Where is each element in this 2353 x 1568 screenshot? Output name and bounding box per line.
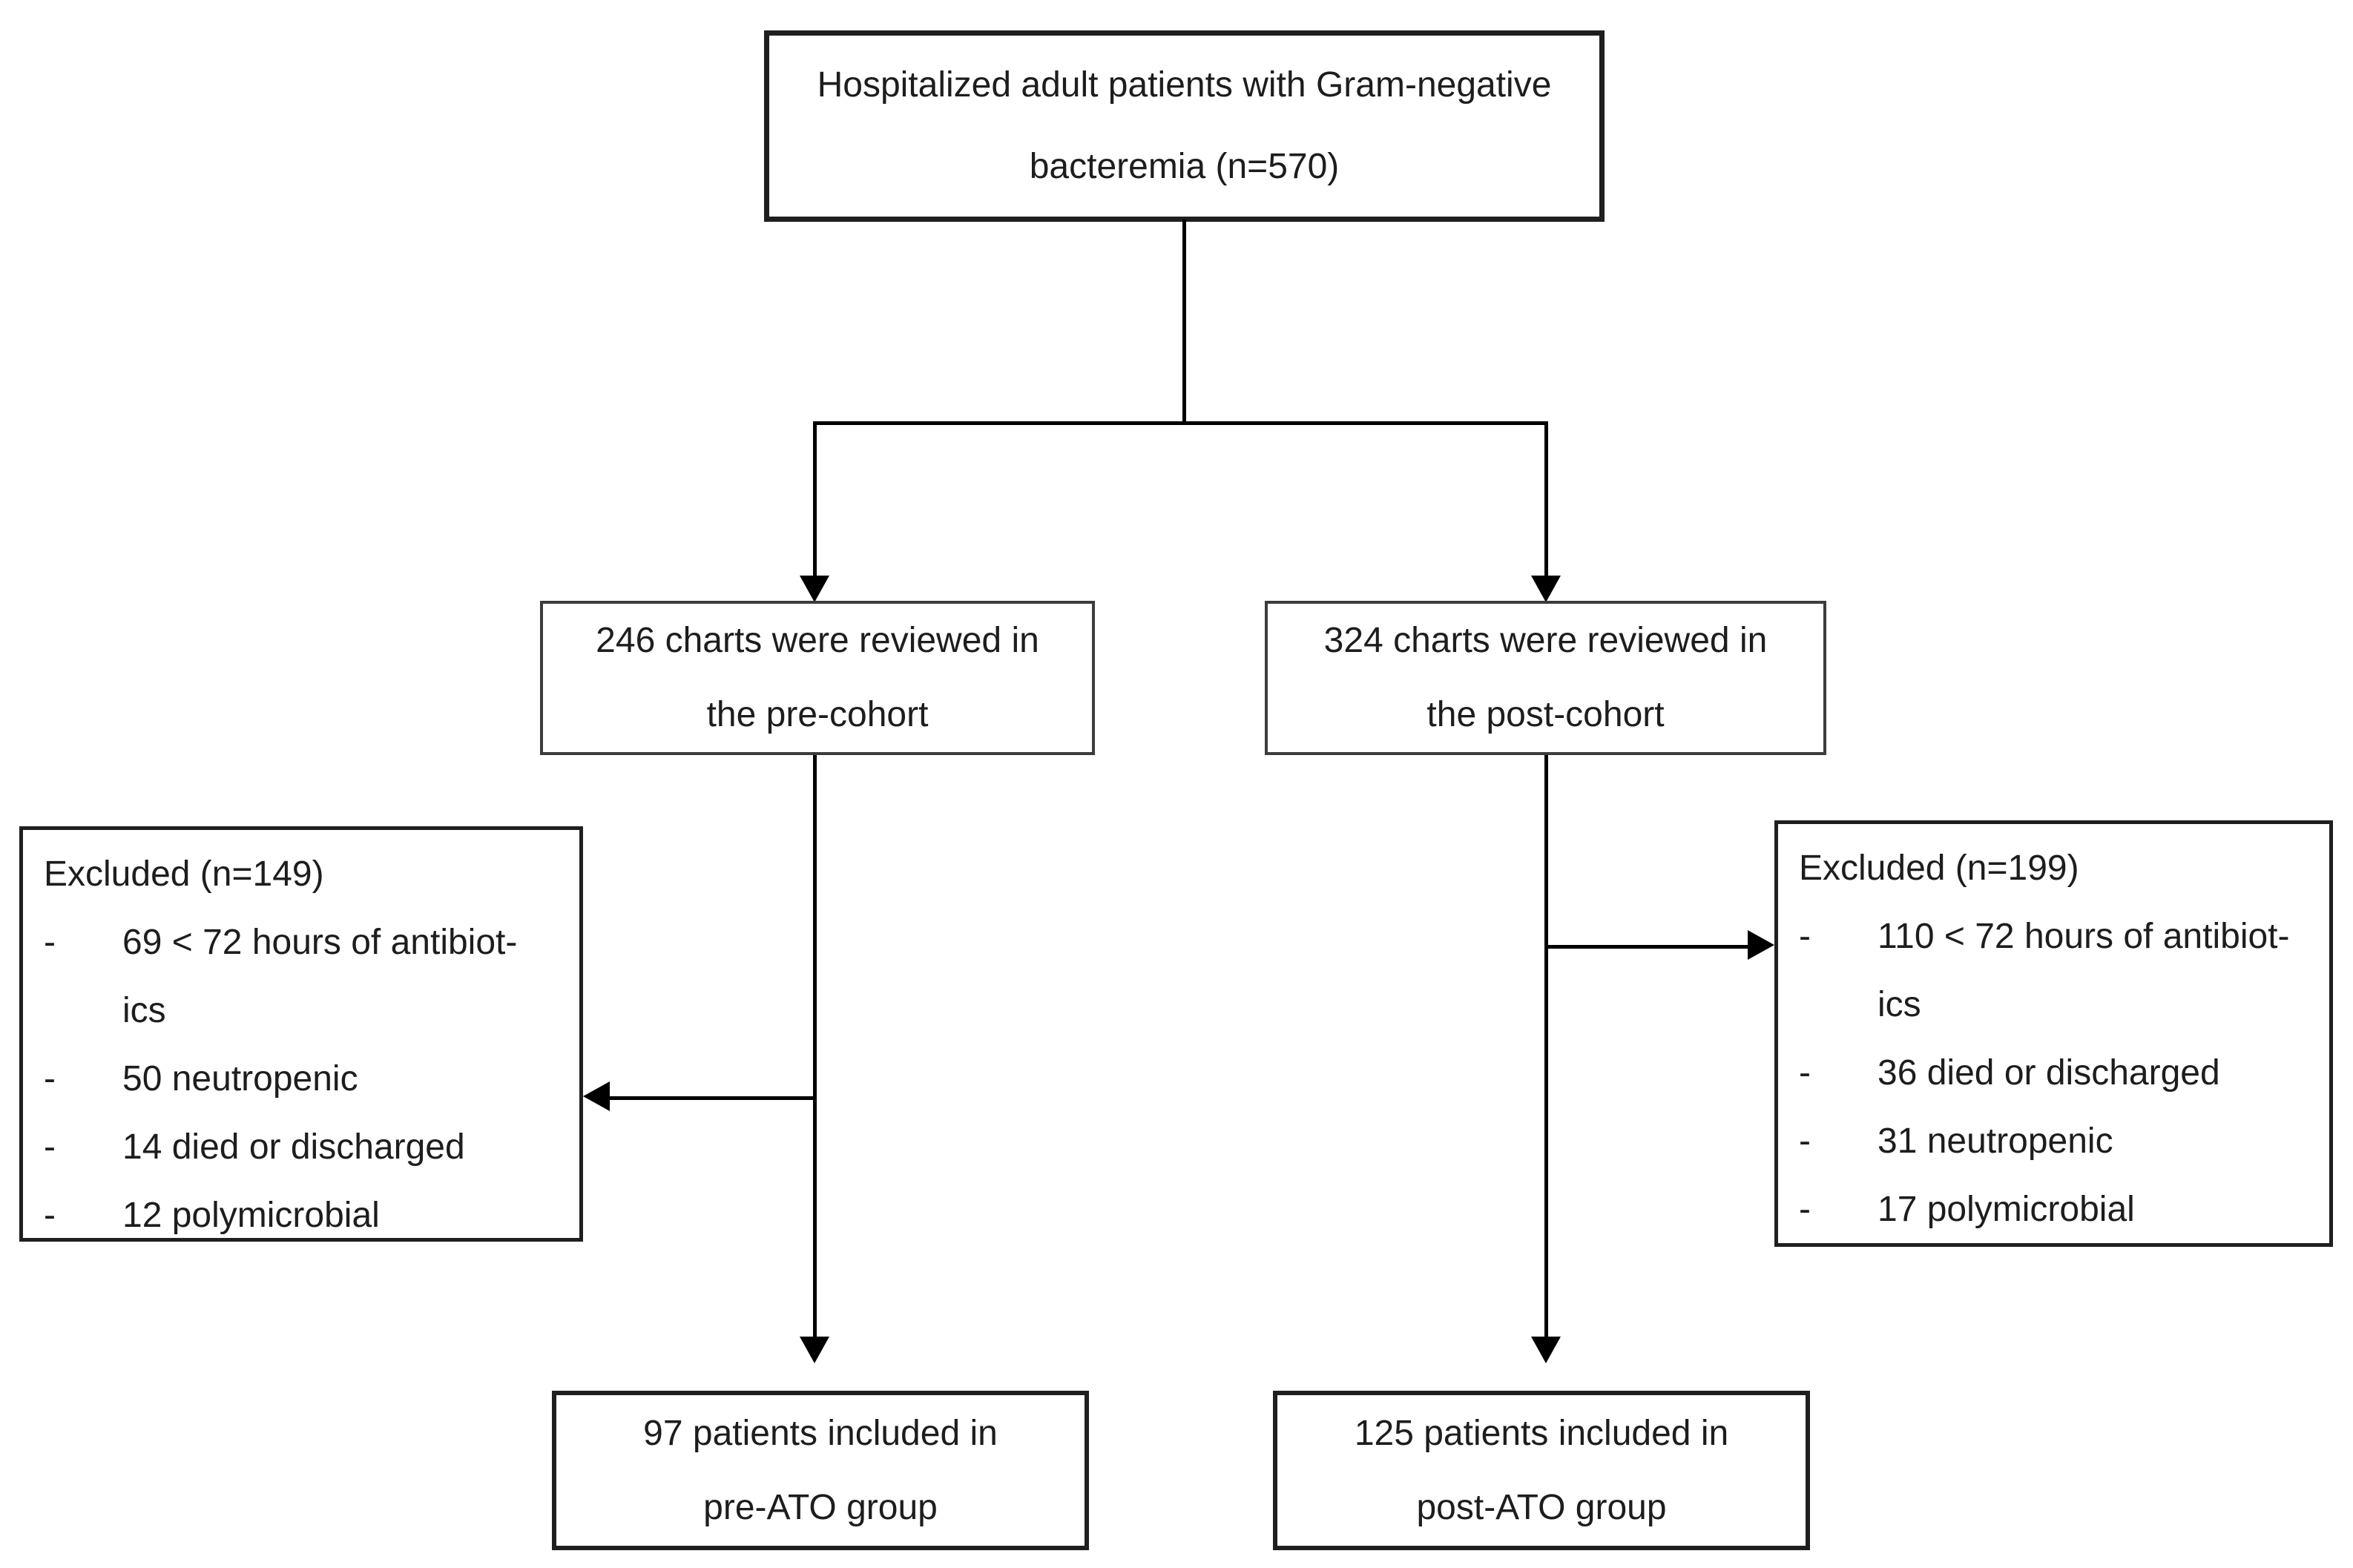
arrowhead-post-included [1531,1337,1561,1363]
excluded-pre-item-2-text: 50 neutropenic [122,1045,565,1113]
bullet-dash: - [44,923,56,962]
excluded-post-item-4-text: 17 polymicrobial [1878,1176,2314,1244]
excluded-post-item-1-text: 110 < 72 hours of antibiot- ics [1878,903,2314,1039]
arrowhead-drop-post [1531,576,1561,602]
excluded-pre-item-1-text: 69 < 72 hours of antibiot- ics [122,909,565,1045]
bullet-dash: - [1799,1121,1811,1161]
excluded-pre-item-2-line1: 50 neutropenic [122,1059,358,1098]
excluded-post-item-3-text: 31 neutropenic [1878,1107,2314,1176]
connector-split-horizontal [813,421,1547,425]
node-pre-cohort-line2: the pre-cohort [706,695,929,734]
node-excluded-post: Excluded (n=199) - 110 < 72 hours of ant… [1774,820,2333,1247]
node-post-ato-line1: 125 patients included in [1354,1413,1729,1453]
bullet-dash: - [1799,917,1811,956]
excluded-post-item-1-line2: ics [1878,985,1921,1024]
bullet-dash: - [1799,1053,1811,1093]
excluded-post-item-3: - 31 neutropenic [1799,1107,2314,1176]
connector-post-to-included [1544,755,1548,1338]
excluded-pre-item-4-line1: 12 polymicrobial [122,1196,380,1235]
connector-drop-post [1544,421,1548,577]
excluded-pre-item-1: - 69 < 72 hours of antibiot- ics [44,909,565,1045]
excluded-pre-item-4-text: 12 polymicrobial [122,1182,565,1250]
excluded-post-item-1-line1: 110 < 72 hours of antibiot- [1878,917,2290,956]
excluded-post-item-4: - 17 polymicrobial [1799,1176,2314,1244]
bullet-dash: - [1799,1190,1811,1229]
arrowhead-excluded-post [1748,930,1774,960]
connector-pre-to-included [813,755,817,1338]
excluded-post-item-3-line1: 31 neutropenic [1878,1121,2113,1161]
connector-top-vertical [1182,220,1186,423]
node-population-line1: Hospitalized adult patients with Gram-ne… [817,65,1552,105]
node-population: Hospitalized adult patients with Gram-ne… [764,30,1605,222]
bullet-dash: - [44,1127,56,1167]
excluded-post-item-2-line1: 36 died or discharged [1878,1053,2220,1093]
arrowhead-drop-pre [800,576,829,602]
node-post-cohort-line1: 324 charts were reviewed in [1323,621,1768,660]
arrowhead-pre-included [800,1337,829,1363]
excluded-post-item-2-text: 36 died or discharged [1878,1039,2314,1107]
excluded-pre-item-3: - 14 died or discharged [44,1113,565,1182]
excluded-pre-item-3-line1: 14 died or discharged [122,1127,465,1167]
node-post-cohort-line2: the post-cohort [1426,695,1665,734]
connector-branch-excluded-pre [608,1096,814,1100]
excluded-pre-item-1-line1: 69 < 72 hours of antibiot- [122,923,518,962]
node-post-cohort: 324 charts were reviewed in the post-coh… [1265,601,1826,755]
node-pre-ato-line1: 97 patients included in [643,1413,998,1453]
node-pre-ato-group: 97 patients included in pre-ATO group [552,1391,1089,1550]
connector-drop-pre [813,421,817,577]
node-excluded-pre: Excluded (n=149) - 69 < 72 hours of anti… [19,826,583,1242]
arrowhead-excluded-pre [583,1081,610,1111]
excluded-pre-item-4: - 12 polymicrobial [44,1182,565,1250]
excluded-post-item-2: - 36 died or discharged [1799,1039,2314,1107]
node-post-ato-line2: post-ATO group [1416,1487,1667,1527]
node-post-ato-group: 125 patients included in post-ATO group [1273,1391,1810,1550]
excluded-post-title: Excluded (n=199) [1799,849,2079,888]
node-pre-cohort-line1: 246 charts were reviewed in [596,621,1039,660]
excluded-post-item-4-line1: 17 polymicrobial [1878,1190,2135,1229]
connector-branch-excluded-post [1546,945,1751,949]
bullet-dash: - [44,1196,56,1235]
excluded-pre-item-3-text: 14 died or discharged [122,1113,565,1182]
node-pre-ato-line2: pre-ATO group [703,1487,938,1527]
node-pre-cohort: 246 charts were reviewed in the pre-coho… [540,601,1095,755]
node-population-line2: bacteremia (n=570) [1029,147,1340,186]
bullet-dash: - [44,1059,56,1098]
excluded-pre-title: Excluded (n=149) [44,854,324,894]
excluded-pre-item-1-line2: ics [122,991,166,1030]
excluded-pre-item-2: - 50 neutropenic [44,1045,565,1113]
excluded-post-item-1: - 110 < 72 hours of antibiot- ics [1799,903,2314,1039]
